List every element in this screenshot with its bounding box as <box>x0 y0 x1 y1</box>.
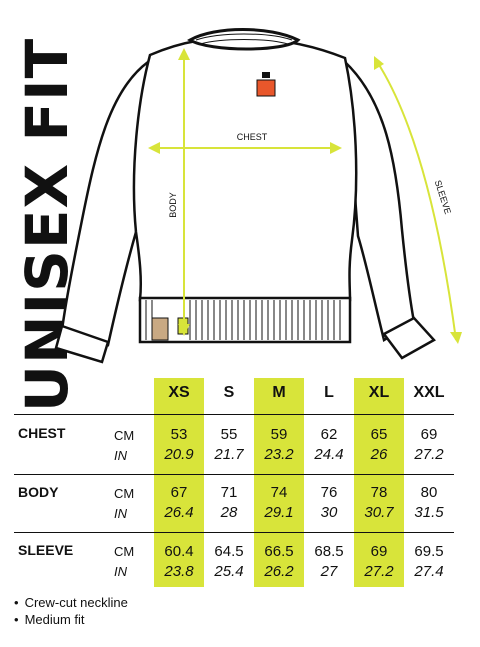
body-in-s: 28 <box>220 504 238 521</box>
sleeve-in-s: 25.4 <box>214 563 244 580</box>
chest-in-l: 24.4 <box>314 446 344 463</box>
chest-cm-xxl: 69 <box>420 426 438 443</box>
waistband <box>138 296 352 344</box>
chest-in-xs: 20.9 <box>164 446 194 463</box>
body-measure-arrow <box>178 48 190 336</box>
chest-cm-s: 55 <box>220 426 238 443</box>
sleeve-in-m: 26.2 <box>264 563 294 580</box>
table-divider <box>14 532 454 533</box>
sleeve-cm-l: 68.5 <box>314 543 344 560</box>
unit-in: IN <box>114 448 127 463</box>
sleeve-measure-arrow <box>375 59 457 341</box>
table-divider <box>14 414 454 415</box>
unit-in: IN <box>114 564 127 579</box>
sleeve-cm-m: 66.5 <box>264 543 294 560</box>
body-in-xs: 26.4 <box>164 504 194 521</box>
chest-in-m: 23.2 <box>264 446 294 463</box>
unit-in: IN <box>114 506 127 521</box>
unit-cm: CM <box>114 428 135 443</box>
sleeve-cm-s: 64.5 <box>214 543 244 560</box>
body-in-l: 30 <box>320 504 338 521</box>
hem-label-tag <box>151 317 169 341</box>
body-cm-m: 74 <box>270 484 288 501</box>
body-cm-xs: 67 <box>170 484 188 501</box>
sleeve-cm-xs: 60.4 <box>164 543 194 560</box>
size-header-s: S <box>223 384 235 401</box>
sweatshirt-diagram: CHEST BODY SLEEVE <box>54 28 462 364</box>
chest-measure-arrow <box>148 142 342 154</box>
row-label-sleeve: SLEEVE <box>18 542 74 558</box>
body-cm-s: 71 <box>220 484 238 501</box>
unit-cm: CM <box>114 544 135 559</box>
row-label-body: BODY <box>18 484 59 500</box>
sleeve-cm-xxl: 69.5 <box>414 543 444 560</box>
body-in-xl: 30.7 <box>364 504 394 521</box>
highlight-column-xs <box>154 378 204 587</box>
chest-cm-xl: 65 <box>370 426 388 443</box>
body-in-xxl: 31.5 <box>414 504 444 521</box>
unit-cm: CM <box>114 486 135 501</box>
left-cuff <box>54 324 110 364</box>
chest-cm-m: 59 <box>270 426 288 443</box>
row-label-chest: CHEST <box>18 425 66 441</box>
sleeve-label: SLEEVE <box>433 179 453 215</box>
sleeve-in-xl: 27.2 <box>364 563 394 580</box>
body-cm-l: 76 <box>320 484 338 501</box>
neck-label-tag <box>256 79 276 97</box>
sleeve-in-xxl: 27.4 <box>414 563 444 580</box>
body-in-m: 29.1 <box>264 504 294 521</box>
sweatshirt-body <box>132 36 358 302</box>
left-sleeve <box>60 59 150 347</box>
body-cm-xxl: 80 <box>420 484 438 501</box>
sleeve-in-xs: 23.8 <box>164 563 194 580</box>
chest-cm-l: 62 <box>320 426 338 443</box>
chest-cm-xs: 53 <box>170 426 188 443</box>
highlight-column-xl <box>354 378 404 587</box>
chest-label: CHEST <box>237 132 268 142</box>
sleeve-in-l: 27 <box>320 563 338 580</box>
chest-in-xl: 26 <box>370 446 388 463</box>
body-cm-xl: 78 <box>370 484 388 501</box>
body-label: BODY <box>168 192 178 218</box>
size-header-l: L <box>324 384 334 401</box>
size-header-xl: XL <box>368 384 390 401</box>
note-neckline: Crew-cut neckline <box>14 595 128 610</box>
right-cuff <box>382 316 436 360</box>
note-fit: Medium fit <box>14 612 85 627</box>
size-header-xs: XS <box>168 384 190 401</box>
chest-in-s: 21.7 <box>214 446 244 463</box>
right-sleeve <box>343 58 416 342</box>
size-header-m: M <box>272 384 286 401</box>
table-divider <box>14 474 454 475</box>
chest-in-xxl: 27.2 <box>414 446 444 463</box>
highlight-column-m <box>254 378 304 587</box>
sleeve-cm-xl: 69 <box>370 543 388 560</box>
size-header-xxl: XXL <box>413 384 445 401</box>
